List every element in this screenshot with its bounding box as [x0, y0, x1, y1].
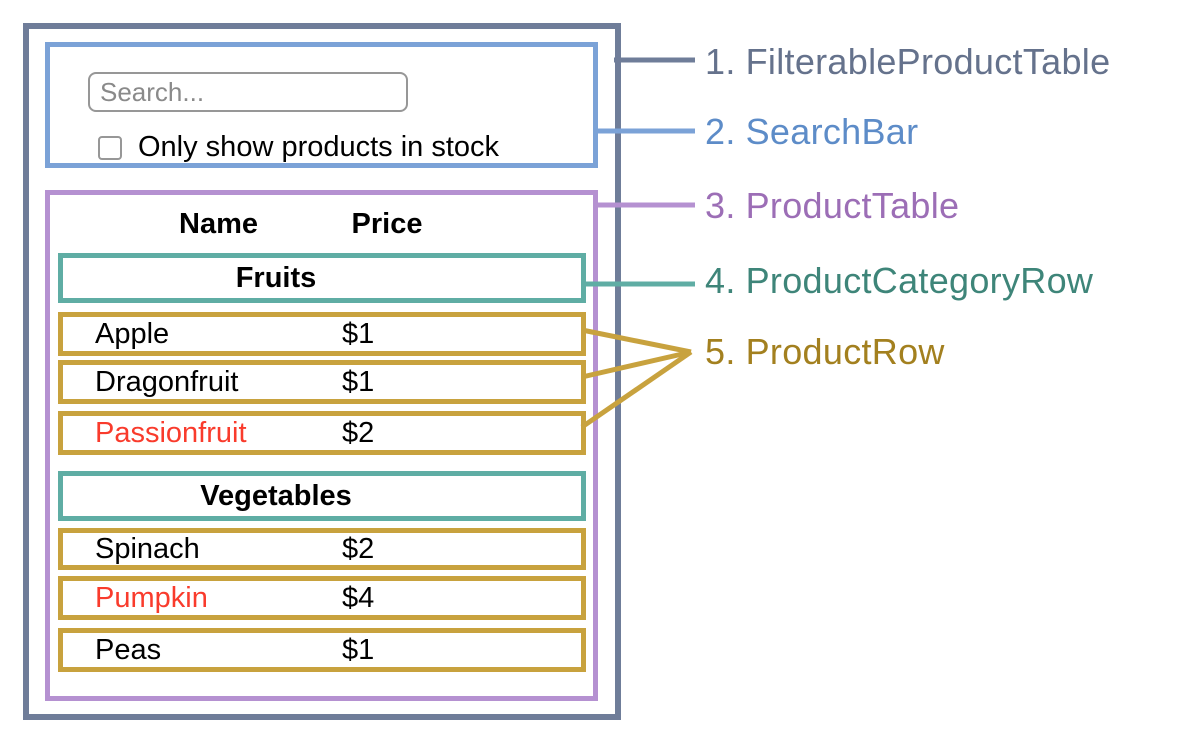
legend-label: ProductRow	[745, 331, 945, 372]
product-name: Apple	[95, 317, 170, 350]
product-row-pumpkin: Pumpkin $4	[58, 576, 586, 620]
product-price: $1	[342, 633, 375, 666]
legend-product-row: 5.ProductRow	[705, 330, 945, 374]
category-label: Fruits	[235, 261, 317, 294]
table-header-row: Name Price	[95, 208, 432, 241]
legend-filterable-product-table: 1.FilterableProductTable	[705, 40, 1110, 84]
in-stock-filter-row: Only show products in stock	[98, 131, 499, 164]
legend-search-bar: 2.SearchBar	[705, 110, 918, 154]
legend-label: ProductCategoryRow	[745, 260, 1094, 301]
product-row-spinach: Spinach $2	[58, 528, 586, 570]
category-label: Vegetables	[200, 479, 352, 512]
in-stock-checkbox[interactable]	[98, 135, 122, 160]
legend-product-category-row: 4.ProductCategoryRow	[705, 259, 1093, 303]
product-row-dragonfruit: Dragonfruit $1	[58, 360, 586, 404]
product-name: Spinach	[95, 532, 200, 565]
legend-number: 1.	[705, 41, 736, 82]
product-price: $4	[342, 581, 375, 614]
search-bar-box: Only show products in stock	[45, 42, 598, 168]
legend-number: 4.	[705, 260, 736, 301]
legend-label: ProductTable	[745, 185, 960, 226]
search-input[interactable]	[88, 72, 408, 112]
category-row-fruits: Fruits	[58, 253, 586, 303]
legend-label: FilterableProductTable	[745, 41, 1111, 82]
category-row-vegetables: Vegetables	[58, 471, 586, 521]
price-column-header: Price	[351, 208, 423, 240]
product-price: $1	[342, 365, 375, 398]
product-price: $2	[342, 532, 375, 565]
product-price: $2	[342, 416, 375, 449]
product-name: Passionfruit	[95, 416, 247, 449]
legend-product-table: 3.ProductTable	[705, 184, 959, 228]
product-row-peas: Peas $1	[58, 628, 586, 672]
name-column-header: Name	[179, 208, 258, 240]
product-row-apple: Apple $1	[58, 312, 586, 356]
legend-label: SearchBar	[745, 111, 919, 152]
in-stock-checkbox-label: Only show products in stock	[138, 131, 500, 163]
filterable-product-table-box: Only show products in stock Name Price F…	[23, 23, 621, 720]
legend-number: 3.	[705, 185, 736, 226]
product-price: $1	[342, 317, 375, 350]
legend-number: 2.	[705, 111, 736, 152]
product-table-box: Name Price Fruits Apple $1 Dragonfruit $…	[45, 190, 598, 701]
product-name: Dragonfruit	[95, 365, 239, 398]
product-row-passionfruit: Passionfruit $2	[58, 411, 586, 455]
product-name: Peas	[95, 633, 162, 666]
product-name: Pumpkin	[95, 581, 208, 614]
legend-number: 5.	[705, 331, 736, 372]
